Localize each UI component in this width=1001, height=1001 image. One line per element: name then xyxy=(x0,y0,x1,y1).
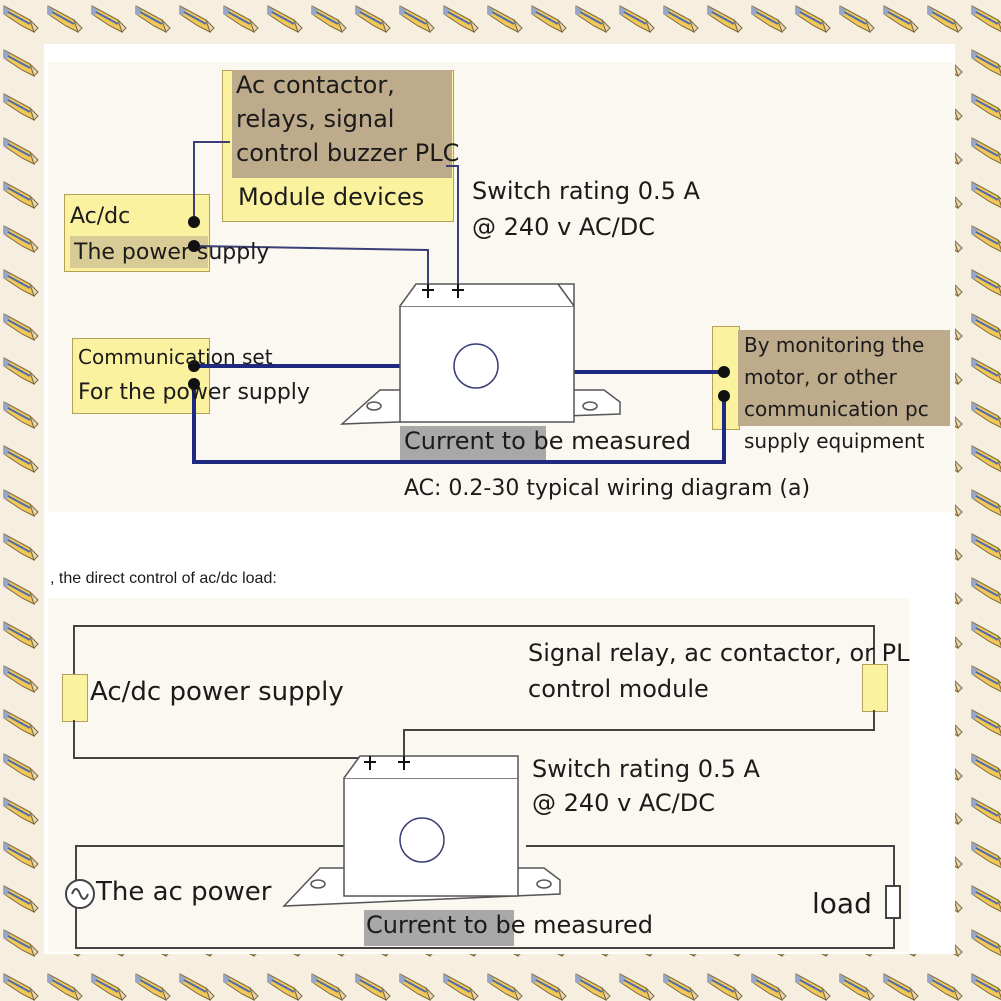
ac-source-icon xyxy=(65,879,95,909)
monitor-line4: supply equipment xyxy=(744,429,925,453)
current-measured-a: Current to be measured xyxy=(404,427,692,455)
module-label-line3: control buzzer PLC xyxy=(236,139,460,167)
resistor-load-icon xyxy=(885,885,901,919)
monitor-line2: motor, or other xyxy=(744,365,897,389)
module-label-line2: relays, signal xyxy=(236,105,395,133)
acdc-power-supply-label: Ac/dc power supply xyxy=(90,677,344,707)
switch-rating-b-line1: Switch rating 0.5 A xyxy=(532,755,760,783)
power-supply-label: The power supply xyxy=(74,240,270,265)
signal-relay-line2: control module xyxy=(528,675,709,703)
current-measured-b: Current to be measured xyxy=(366,911,654,939)
communication-set-label: Communication set xyxy=(78,345,273,369)
current-sensor-icon xyxy=(339,283,621,425)
module-label-highlight xyxy=(232,70,452,178)
switch-rating-a-line2: @ 240 v AC/DC xyxy=(472,213,655,241)
current-measured-highlight-b xyxy=(364,910,514,946)
monitor-line1: By monitoring the xyxy=(744,333,925,357)
acdc-label: Ac/dc xyxy=(70,204,131,229)
current-sensor-icon-b xyxy=(282,755,561,907)
terminal-plus-icon xyxy=(422,284,464,298)
for-power-supply-label: For the power supply xyxy=(78,380,310,405)
signal-relay-line1: Signal relay, ac contactor, or PL xyxy=(528,639,910,667)
monitor-highlight xyxy=(738,330,950,426)
switch-rating-a-line1: Switch rating 0.5 A xyxy=(472,177,700,205)
communication-box xyxy=(72,338,210,414)
current-measured-highlight-a xyxy=(400,426,546,462)
module-devices-label: Module devices xyxy=(238,183,425,211)
monitor-line3: communication pc xyxy=(744,397,929,421)
intro-text: , the direct control of ac/dc load: xyxy=(50,570,277,587)
switch-rating-b-line2: @ 240 v AC/DC xyxy=(532,789,715,817)
ac-power-label: The ac power xyxy=(96,877,272,907)
power-supply-highlight xyxy=(70,236,208,268)
module-label-line1: Ac contactor, xyxy=(236,71,395,99)
diagram-a-caption: AC: 0.2-30 typical wiring diagram (a) xyxy=(404,476,811,501)
load-label: load xyxy=(812,887,872,920)
